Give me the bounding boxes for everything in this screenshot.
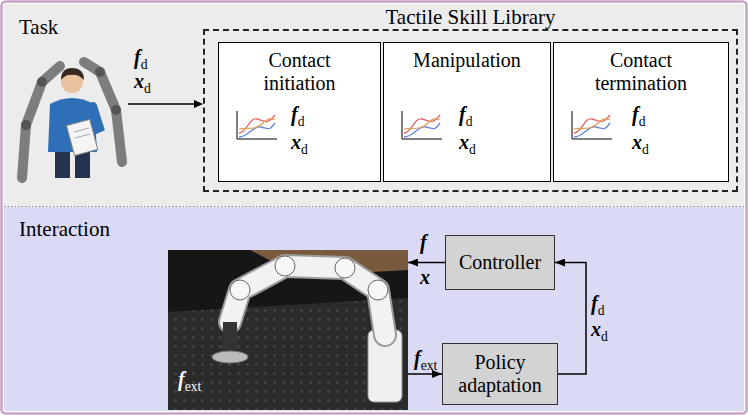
math-subscript: d xyxy=(141,57,148,72)
signal-label: f xyxy=(420,231,427,253)
process-box: Controller xyxy=(445,235,555,290)
math-symbol: f xyxy=(414,347,421,369)
task-panel-fill xyxy=(4,4,744,206)
math-symbol: f xyxy=(591,292,598,314)
math-subscript: d xyxy=(301,142,308,157)
text-holder: Task xyxy=(19,15,58,39)
math-label: xd xyxy=(291,131,308,153)
text-holder: Interaction xyxy=(19,217,110,241)
math-label: fd xyxy=(291,103,304,125)
text-holder: Contact termination xyxy=(554,49,728,95)
math-subscript: d xyxy=(639,114,646,129)
signal-label: xd xyxy=(591,318,608,340)
connector xyxy=(408,262,445,264)
math-subscript: d xyxy=(144,81,151,96)
math-symbol: x xyxy=(459,131,469,153)
text-holder: f xyxy=(420,231,427,254)
text-holder: Policy adaptation xyxy=(447,351,553,397)
plot-icon xyxy=(568,109,614,143)
task-panel: Task Tactile Skill Library Contact initia… xyxy=(5,5,743,205)
node-label: Manipulation xyxy=(413,49,521,72)
text-holder: fd xyxy=(591,292,604,315)
node-label: Contact initiation xyxy=(235,49,365,95)
math-subscript: d xyxy=(601,329,608,344)
skill-box: Contact terminationfdxd xyxy=(553,42,729,182)
text-holder: xd xyxy=(291,131,308,154)
math-symbol: x xyxy=(420,266,430,288)
text-holder: xd xyxy=(632,131,649,154)
task-arrow-head xyxy=(194,100,203,108)
math-label: fd xyxy=(632,103,645,125)
text-holder: xd xyxy=(591,318,608,341)
edge-label: fext xyxy=(414,347,437,369)
interaction-panel-fill xyxy=(4,207,744,411)
math-subscript: d xyxy=(598,303,605,318)
node-label: Task xyxy=(19,15,58,39)
text-holder: x xyxy=(420,266,430,289)
interaction-panel: InteractionControllerfextPolicy adaptati… xyxy=(5,207,743,410)
signal-label: fd xyxy=(134,46,147,68)
plot-icon xyxy=(233,109,279,143)
math-symbol: x xyxy=(591,318,601,340)
robot-photo xyxy=(168,250,408,410)
math-symbol: x xyxy=(632,131,642,153)
math-subscript: d xyxy=(298,114,305,129)
math-subscript: d xyxy=(466,114,473,129)
signal-label: xd xyxy=(134,70,151,92)
skill-library: Tactile Skill Library Contact initiation… xyxy=(203,5,738,192)
node-label: Interaction xyxy=(19,217,110,241)
connector xyxy=(408,373,442,375)
text-holder: xd xyxy=(134,70,151,93)
plot-icon xyxy=(398,109,444,143)
signal-label: fd xyxy=(591,292,604,314)
skill-box: Contact initiationfdxd xyxy=(218,42,381,182)
math-subscript: ext xyxy=(185,379,202,394)
text-holder: xd xyxy=(459,131,476,154)
text-holder: Contact initiation xyxy=(219,49,380,95)
robot-photo-frame: fext xyxy=(168,250,408,410)
text-holder: fd xyxy=(459,103,472,126)
text-holder: Controller xyxy=(459,251,541,274)
text-holder: fd xyxy=(632,103,645,126)
math-symbol: f xyxy=(291,103,298,125)
panel-separator xyxy=(4,206,744,207)
math-symbol: f xyxy=(134,46,141,68)
node-label: Tactile Skill Library xyxy=(386,5,556,29)
math-subscript: ext xyxy=(421,358,438,373)
math-label: xd xyxy=(459,131,476,153)
node-label: Policy adaptation xyxy=(458,351,541,396)
node-label: Contact termination xyxy=(576,49,706,95)
task-arrow xyxy=(128,103,196,105)
math-subscript: d xyxy=(469,142,476,157)
math-symbol: f xyxy=(459,103,466,125)
connector xyxy=(555,263,586,375)
math-label: fd xyxy=(459,103,472,125)
signal-label: x xyxy=(420,266,430,288)
text-holder: fext xyxy=(178,368,201,391)
math-label: fext xyxy=(178,368,201,390)
text-holder: fd xyxy=(134,46,147,69)
text-holder: fd xyxy=(291,103,304,126)
math-symbol: x xyxy=(291,131,301,153)
person-with-robots xyxy=(21,62,122,178)
math-symbol: f xyxy=(632,103,639,125)
text-holder: Tactile Skill Library xyxy=(203,5,738,29)
math-symbol: f xyxy=(178,368,185,390)
text-holder: Manipulation xyxy=(384,49,550,72)
math-label: xd xyxy=(632,131,649,153)
node-label: Controller xyxy=(459,251,541,273)
math-subscript: d xyxy=(642,142,649,157)
text-holder: fext xyxy=(414,347,437,370)
math-symbol: x xyxy=(134,70,144,92)
skill-box: Manipulationfdxd xyxy=(383,42,551,182)
math-symbol: f xyxy=(420,231,427,253)
process-box: Policy adaptation xyxy=(442,343,558,405)
